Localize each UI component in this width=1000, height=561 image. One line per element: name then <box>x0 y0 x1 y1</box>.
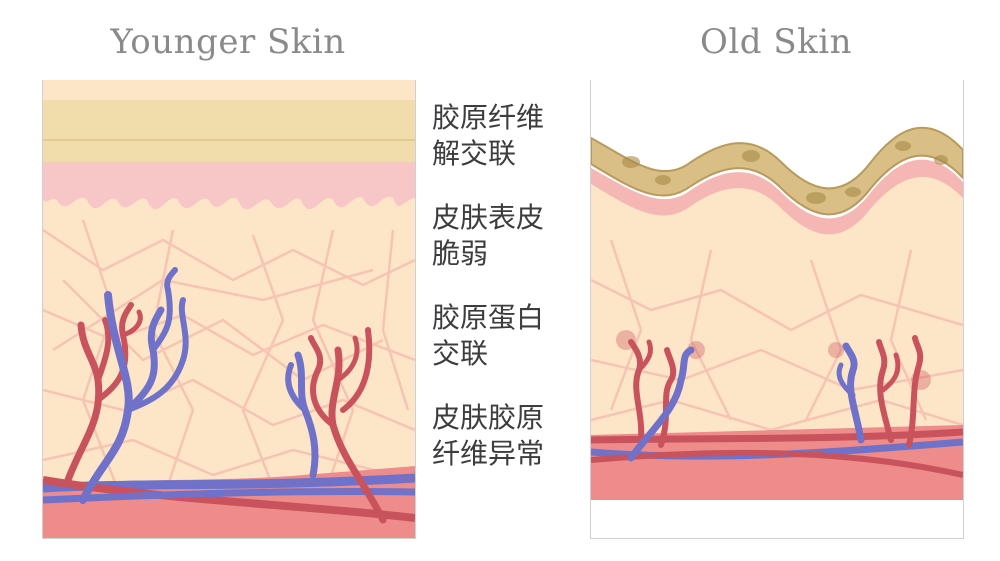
old-skin-illustration <box>590 80 964 539</box>
old-collagen-mesh <box>591 239 963 432</box>
younger-skin-illustration <box>42 80 416 539</box>
label-collagen-abnormal: 皮肤胶原 纤维异常 <box>432 401 545 470</box>
label-collagen-crosslink: 胶原蛋白 交联 <box>432 301 545 370</box>
label-epidermis-fragile: 皮肤表皮 脆弱 <box>432 201 545 270</box>
label-collagen-decrosslink: 胶原纤维 解交联 <box>432 101 545 170</box>
old-skin-title: Old Skin <box>700 22 852 62</box>
collagen-mesh <box>43 219 415 501</box>
annotation-labels: 胶原纤维 解交联 皮肤表皮 脆弱 胶原蛋白 交联 皮肤胶原 纤维异常 <box>432 100 582 500</box>
younger-skin-title: Younger Skin <box>110 22 346 62</box>
